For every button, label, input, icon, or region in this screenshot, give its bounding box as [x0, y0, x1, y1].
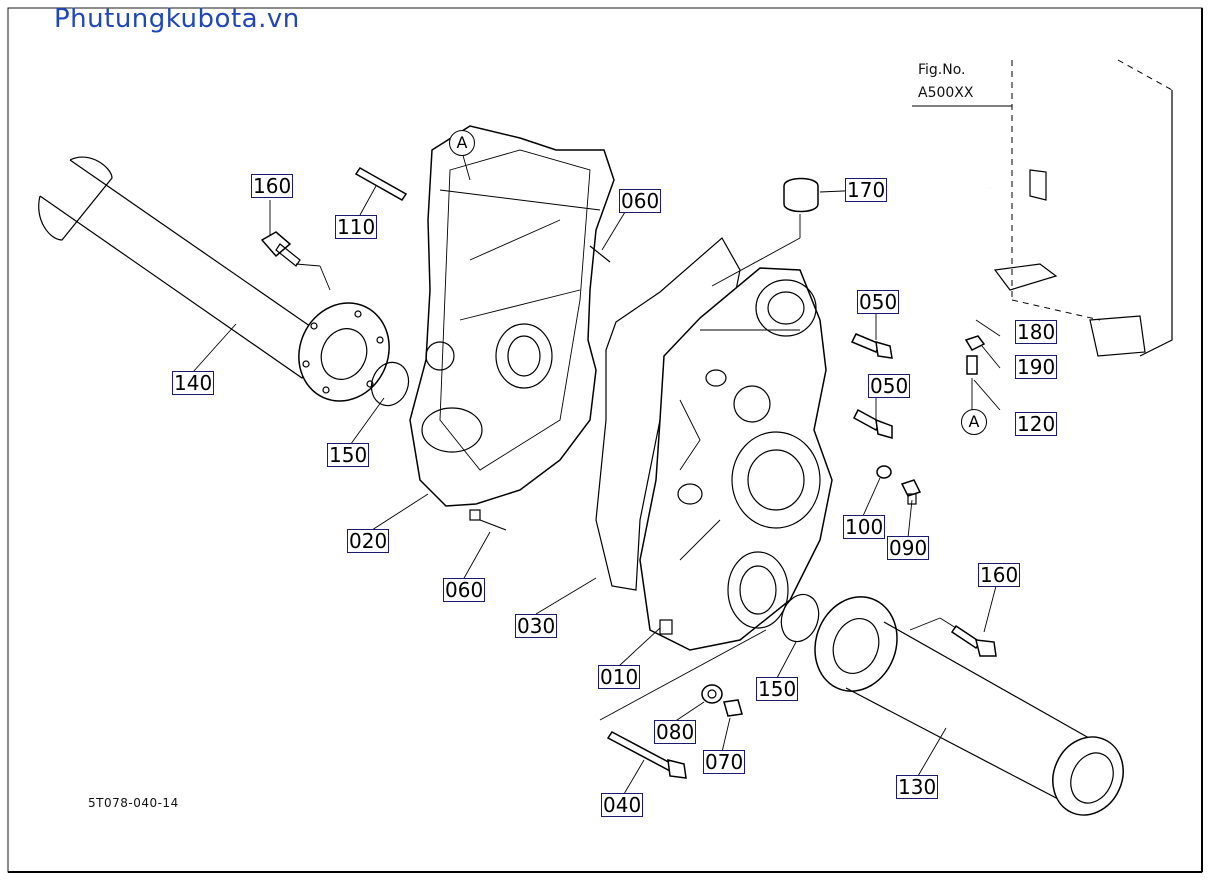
callout-part-030[interactable]: 030: [515, 614, 558, 638]
callout-part-140[interactable]: 140: [172, 371, 215, 395]
callout-part-180[interactable]: 180: [1015, 320, 1058, 344]
callout-part-150-right[interactable]: 150: [756, 677, 799, 701]
callout-part-160[interactable]: 160: [251, 174, 294, 198]
callout-part-120[interactable]: 120: [1015, 412, 1058, 436]
part-130-axle-tube: [814, 596, 1124, 816]
part-170-plug: [783, 177, 819, 213]
part-020-left-housing: [409, 125, 615, 521]
callout-part-060-lower[interactable]: 060: [443, 578, 486, 602]
fig-number-label: Fig.No.: [918, 62, 966, 78]
document-code: 5T078-040-14: [88, 796, 179, 810]
frame-border: [7, 7, 1203, 873]
callout-part-040[interactable]: 040: [601, 793, 644, 817]
callout-part-150[interactable]: 150: [327, 443, 370, 467]
callout-part-060[interactable]: 060: [619, 189, 662, 213]
callout-part-050[interactable]: 050: [857, 290, 900, 314]
callout-part-160-right[interactable]: 160: [978, 563, 1021, 587]
callout-part-190[interactable]: 190: [1015, 355, 1058, 379]
callout-part-020[interactable]: 020: [347, 529, 390, 553]
callout-part-070[interactable]: 070: [703, 750, 746, 774]
callout-part-090[interactable]: 090: [887, 536, 930, 560]
ref-marker-a-right: A: [961, 409, 987, 435]
ref-marker-a-top: A: [449, 130, 475, 156]
callout-part-080[interactable]: 080: [654, 720, 697, 744]
callout-part-010[interactable]: 010: [598, 665, 641, 689]
part-140-axle-tube: [38, 156, 390, 402]
part-160-bolt-left: [260, 231, 331, 291]
callout-part-110[interactable]: 110: [335, 215, 378, 239]
fig-reference-panel: [912, 59, 1173, 410]
callout-part-170[interactable]: 170: [845, 178, 888, 202]
callout-part-100[interactable]: 100: [843, 515, 886, 539]
leader-lines: [192, 144, 1001, 795]
fig-number-value: A500XX: [918, 85, 974, 101]
part-110-stud: [354, 167, 408, 201]
callout-part-050-lower[interactable]: 050: [868, 374, 911, 398]
site-watermark: Phutungkubota.vn: [54, 4, 300, 34]
part-010-right-housing: [639, 267, 833, 651]
callout-part-130[interactable]: 130: [896, 775, 939, 799]
